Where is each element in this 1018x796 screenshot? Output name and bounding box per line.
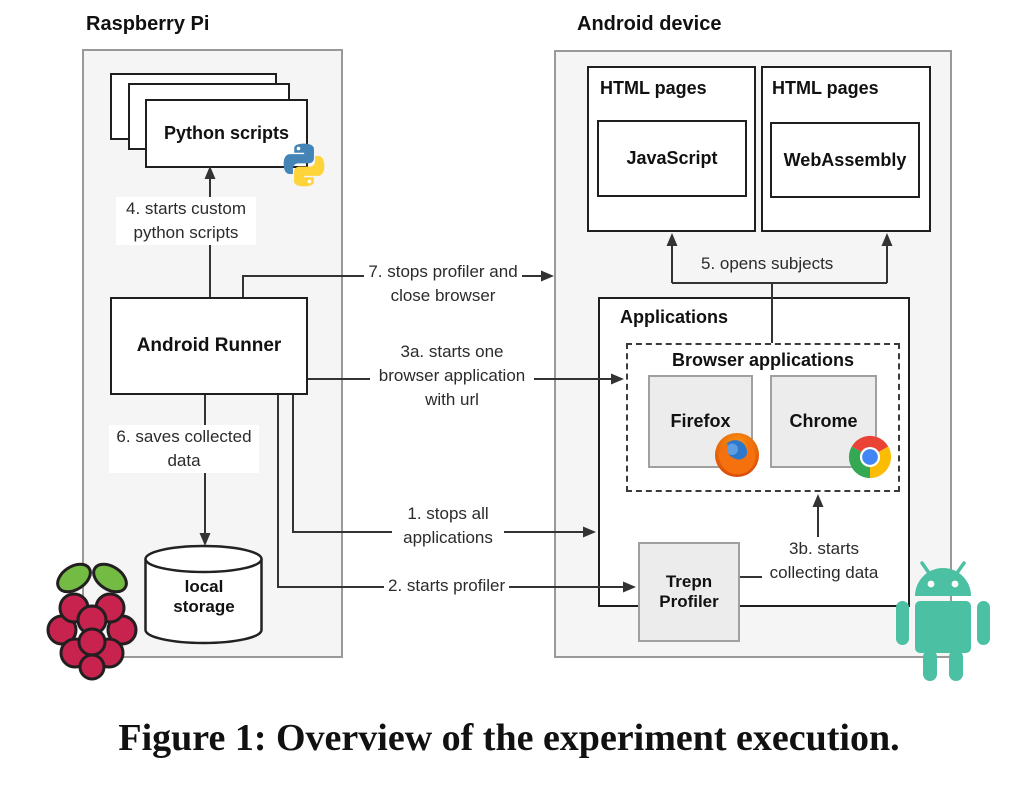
step-5-label: 5. opens subjects (701, 254, 834, 273)
step-1-label: 1. stops all applications (392, 502, 504, 550)
browser-applications-box: Browser applications (626, 343, 900, 492)
html-pages-js-title: HTML pages (600, 78, 707, 98)
trepn-profiler-box: Trepn Profiler (638, 542, 740, 642)
local-storage-label: local storage (173, 577, 235, 616)
step-6-label: 6. saves collected data (109, 425, 259, 473)
step-4-label: 4. starts custom python scripts (116, 197, 256, 245)
figure-caption: Figure 1: Overview of the experiment exe… (118, 717, 900, 759)
chrome-icon (848, 435, 892, 479)
step-3b-label: 3b. starts collecting data (762, 537, 886, 585)
step-3a-label: 3a. starts one browser application with … (370, 340, 534, 412)
python-icon (283, 143, 325, 187)
python-scripts-box: Python scripts (145, 99, 308, 168)
step-7-label: 7. stops profiler and close browser (364, 260, 522, 308)
android-device-title: Android device (577, 13, 722, 35)
firefox-label: Firefox (670, 411, 731, 431)
trepn-profiler-label: Trepn Profiler (659, 572, 719, 611)
javascript-label: JavaScript (626, 148, 718, 168)
local-storage-cylinder (144, 544, 263, 645)
webassembly-label: WebAssembly (783, 149, 907, 170)
html-pages-wasm-title: HTML pages (772, 78, 879, 98)
android-runner-label: Android Runner (136, 335, 282, 356)
python-scripts-label: Python scripts (163, 123, 290, 143)
applications-title: Applications (620, 307, 729, 327)
android-icon (896, 561, 990, 681)
android-runner-box: Android Runner (110, 297, 308, 395)
firefox-icon (714, 432, 760, 478)
raspberry-pi-icon (46, 562, 138, 681)
chrome-label: Chrome (789, 411, 858, 431)
raspberry-pi-title: Raspberry Pi (86, 13, 210, 35)
step-2-label: 2. starts profiler (384, 574, 510, 598)
webassembly-box: WebAssembly (770, 122, 920, 198)
browser-applications-title: Browser applications (671, 350, 855, 370)
javascript-box: JavaScript (597, 120, 747, 197)
